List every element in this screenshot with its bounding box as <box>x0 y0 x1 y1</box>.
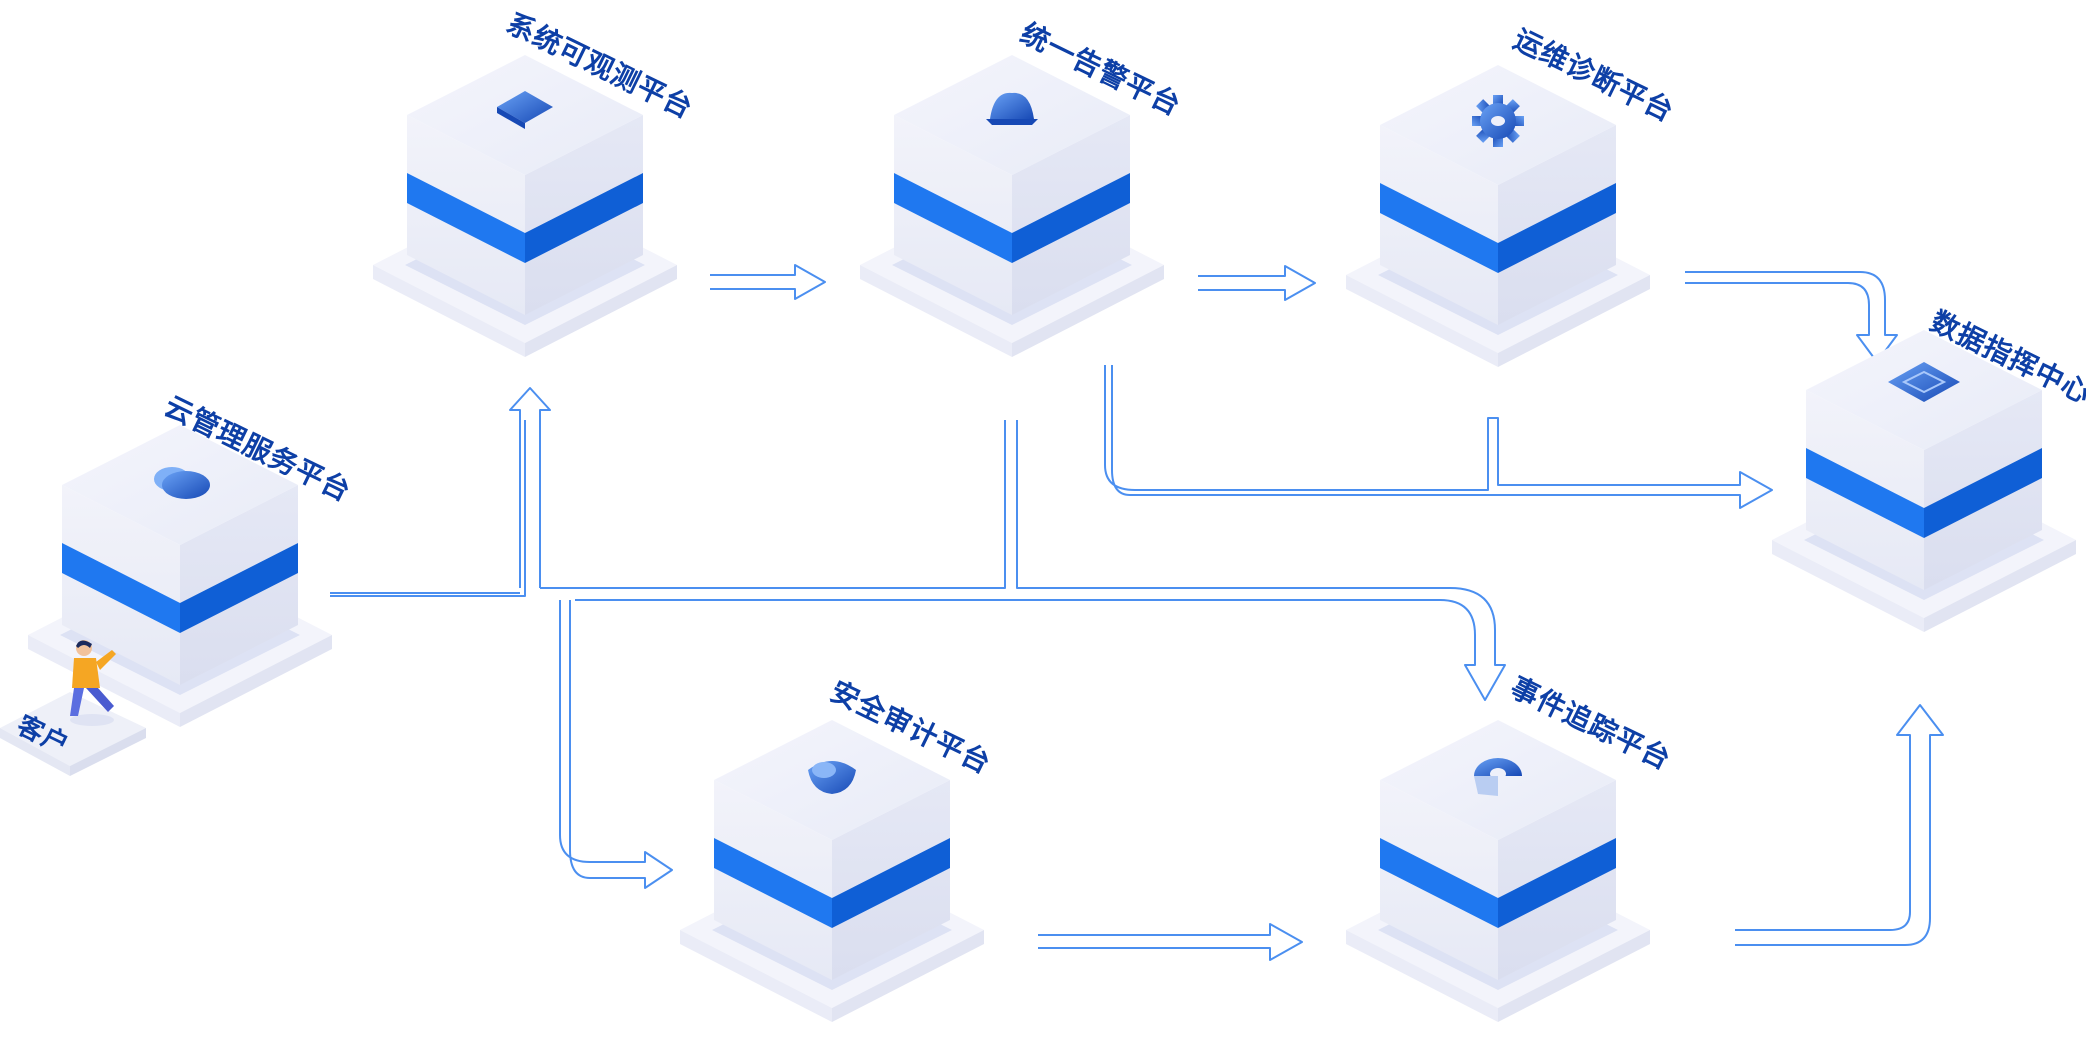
arrow-alert-diagnosis <box>1198 265 1316 301</box>
block-base-left <box>860 265 1012 357</box>
connector-bus-main <box>540 420 1506 701</box>
block-band-left <box>1380 838 1498 928</box>
monitor-icon <box>497 91 553 129</box>
block-observability <box>373 55 677 357</box>
arrow-security-event <box>1038 923 1303 961</box>
block-band-right <box>1924 448 2042 538</box>
customer-shadow <box>70 714 114 726</box>
block-band-right <box>525 173 643 263</box>
person-arm <box>96 650 116 670</box>
block-unified-alert <box>860 55 1164 357</box>
cloud-icon <box>154 467 210 499</box>
block-base-right <box>1498 275 1650 367</box>
block-base-right <box>1012 265 1164 357</box>
block-band-left <box>407 173 525 263</box>
shield-icon <box>808 761 856 794</box>
block-band-left <box>1806 448 1924 538</box>
arrow-observability-alert <box>710 264 826 300</box>
block-base-right <box>1498 930 1650 1022</box>
block-base-left <box>1772 540 1924 632</box>
block-base-left <box>1346 930 1498 1022</box>
block-band-right <box>1498 183 1616 273</box>
platform-blocks <box>0 55 2076 1022</box>
block-band-left <box>62 543 180 633</box>
arrow-up-observability <box>509 387 551 588</box>
block-band-left <box>894 173 1012 263</box>
block-band-right <box>1012 173 1130 263</box>
block-base-left <box>680 930 832 1022</box>
person-hair <box>76 640 92 648</box>
block-band-right <box>832 838 950 928</box>
customer-plinth <box>0 692 146 776</box>
pie-icon <box>1474 758 1522 796</box>
block-ops-diagnosis <box>1346 65 1650 367</box>
block-base-left <box>28 635 180 727</box>
customer-figure <box>70 640 116 726</box>
block-event-tracking <box>1346 720 1650 1022</box>
dashboard-icon <box>1888 362 1960 402</box>
arrow-event-command <box>1735 704 1944 946</box>
block-band-right <box>180 543 298 633</box>
block-band-left <box>714 838 832 928</box>
block-base-left <box>1346 275 1498 367</box>
block-data-command <box>1772 330 2076 632</box>
connectors <box>330 264 1944 961</box>
arrow-alert-command <box>1104 365 1773 509</box>
block-band-left <box>1380 183 1498 273</box>
block-base-right <box>525 265 677 357</box>
gear-icon <box>1472 95 1524 147</box>
block-band-right <box>1498 838 1616 928</box>
connector-bus-left <box>330 420 526 597</box>
alarm-icon <box>986 92 1038 125</box>
person-leg-left <box>70 688 84 716</box>
person-body <box>72 658 100 688</box>
block-cloud-management <box>28 425 332 727</box>
block-base-left <box>373 265 525 357</box>
arrow-diagnosis-command <box>1685 271 1898 363</box>
block-security-audit <box>680 720 984 1022</box>
block-base-right <box>180 635 332 727</box>
block-base-right <box>832 930 984 1022</box>
arrow-down-security <box>559 600 673 889</box>
person-leg-right <box>86 688 114 712</box>
block-base-right <box>1924 540 2076 632</box>
